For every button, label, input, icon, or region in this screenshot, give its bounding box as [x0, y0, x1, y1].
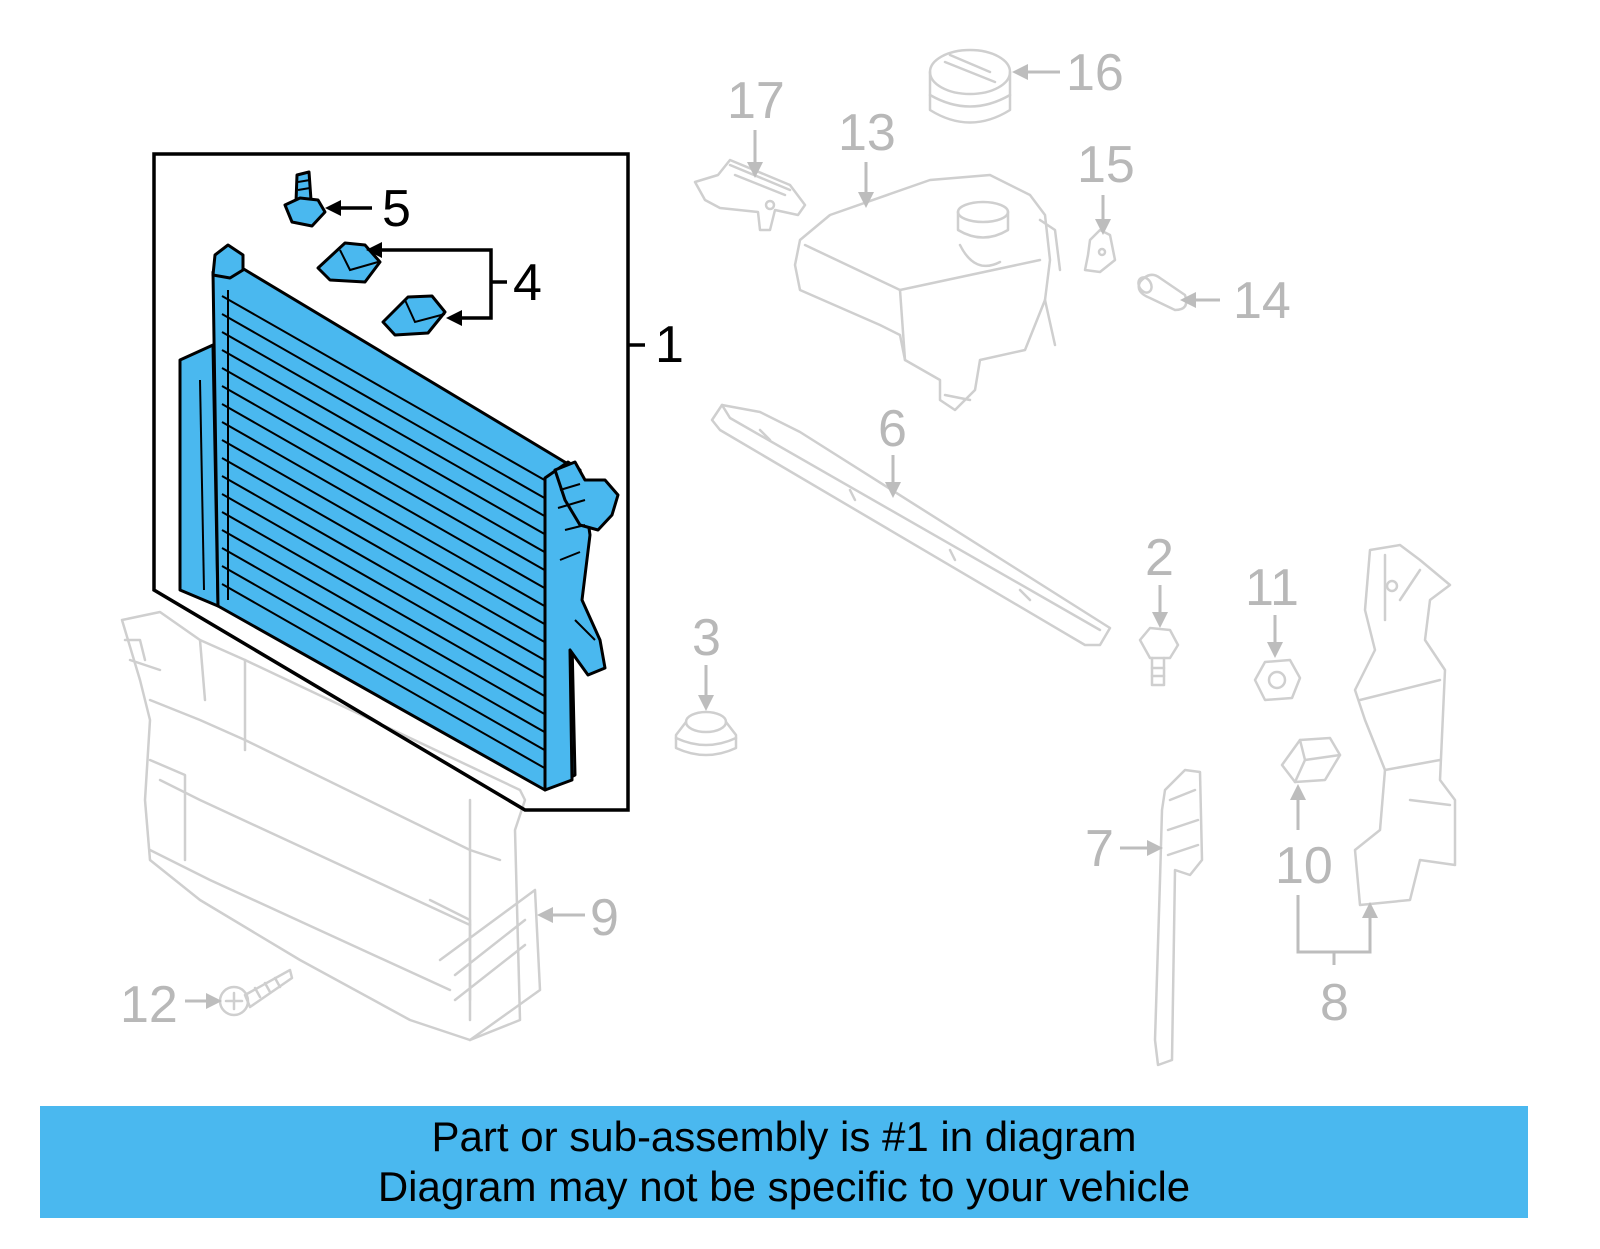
callout-12: 12: [120, 976, 178, 1034]
radiator-fins: [199, 290, 556, 775]
callout-13: 13: [838, 104, 896, 162]
part-9-radiator-support[interactable]: [120, 610, 542, 1042]
part-1-radiator[interactable]: [152, 152, 630, 812]
part-4-clip-lower[interactable]: [381, 294, 447, 337]
callout-5: 5: [382, 180, 411, 238]
part-15-clip[interactable]: [1083, 228, 1117, 274]
grey-leaders: [185, 64, 1378, 1009]
callout-1: 1: [655, 316, 684, 374]
callout-6: 6: [878, 400, 907, 458]
banner-line-disclaimer: Diagram may not be specific to your vehi…: [377, 1163, 1191, 1210]
callout-15: 15: [1077, 136, 1135, 194]
callout-17: 17: [727, 72, 785, 130]
callout-3: 3: [692, 609, 721, 667]
part-14-plug[interactable]: [1136, 273, 1188, 312]
callout-7: 7: [1085, 820, 1114, 878]
part-17-bracket[interactable]: [693, 158, 807, 232]
part-10-clip[interactable]: [1280, 736, 1342, 784]
callout-11: 11: [1245, 559, 1299, 617]
part-13-expansion-tank[interactable]: [793, 173, 1062, 412]
part-5-bolt[interactable]: [283, 170, 327, 228]
part-3-mount[interactable]: [674, 710, 738, 757]
part-7-side-seal[interactable]: [1153, 768, 1204, 1067]
callout-14: 14: [1233, 272, 1291, 330]
callout-16: 16: [1066, 44, 1124, 102]
callout-2: 2: [1145, 529, 1174, 587]
callout-4-leader: [366, 242, 507, 326]
callout-4: 4: [513, 254, 542, 312]
callout-5-leader: [325, 200, 372, 216]
part-4-clip-upper[interactable]: [316, 241, 382, 284]
info-banner: Part or sub-assembly is #1 in diagram Di…: [40, 1106, 1528, 1218]
callout-8: 8: [1320, 974, 1349, 1032]
part-11-nut[interactable]: [1253, 658, 1302, 702]
part-8-air-duct[interactable]: [1353, 543, 1457, 907]
callout-9: 9: [590, 889, 619, 947]
banner-line-part: Part or sub-assembly is #1 in diagram: [431, 1113, 1137, 1160]
callout-10: 10: [1275, 837, 1333, 895]
part-2-bolt[interactable]: [1138, 626, 1180, 687]
part-12-screw[interactable]: [218, 968, 294, 1017]
part-16-cap[interactable]: [928, 48, 1012, 124]
part-6-air-deflector[interactable]: [710, 403, 1112, 647]
